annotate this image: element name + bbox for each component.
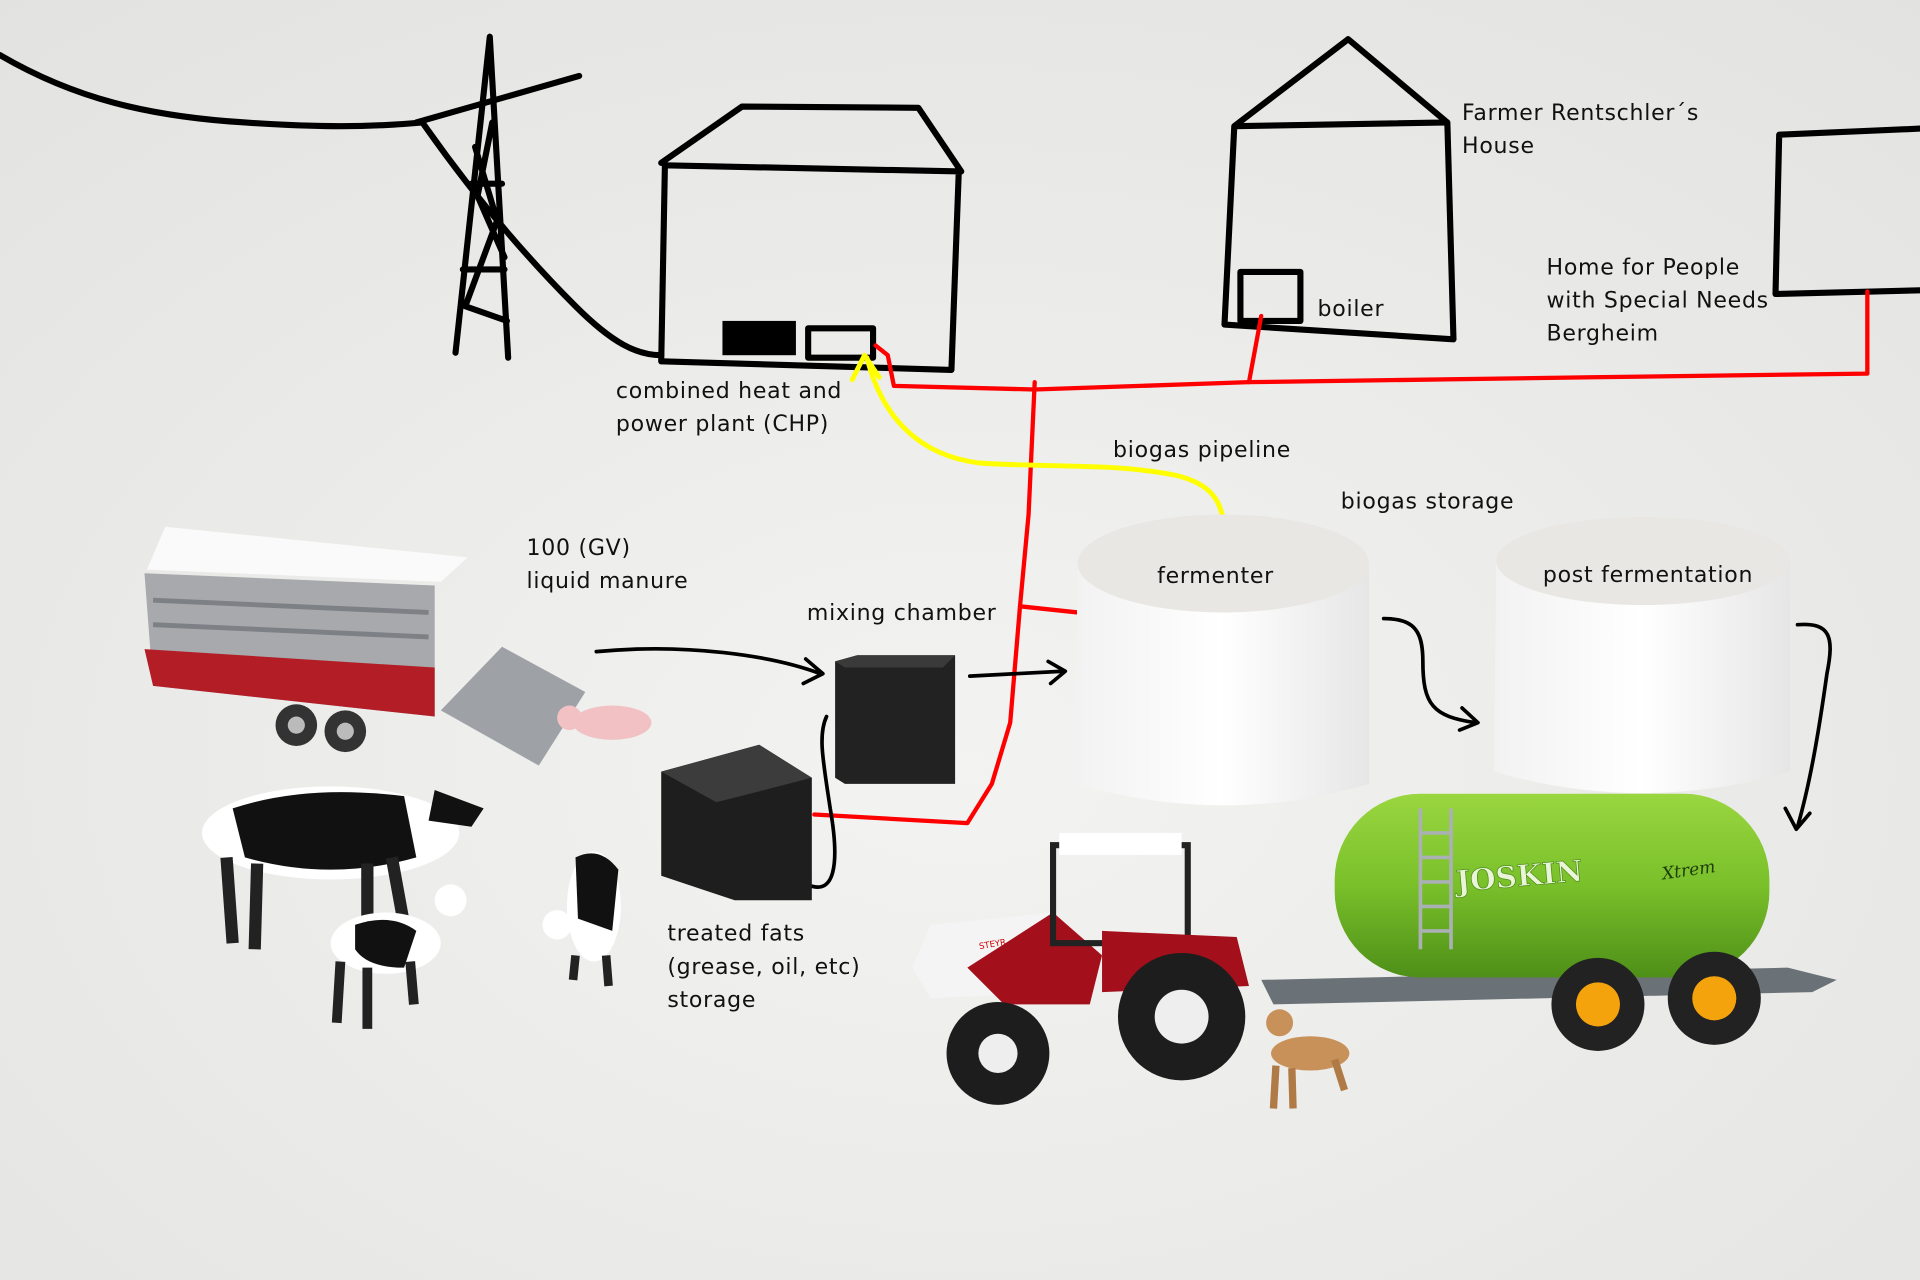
power-pylon-sketch — [0, 33, 665, 361]
svg-text:House: House — [1462, 134, 1535, 159]
svg-text:Home for People: Home for People — [1547, 255, 1741, 280]
livestock-trailer — [144, 526, 586, 766]
tractor-brand-logo: STEYR — [978, 938, 1007, 953]
svg-text:storage: storage — [667, 988, 756, 1013]
svg-text:(grease, oil, etc): (grease, oil, etc) — [667, 955, 860, 980]
svg-text:liquid manure: liquid manure — [527, 569, 689, 594]
slurry-tanker-figure: JOSKIN Xtrem — [1261, 793, 1837, 1051]
boiler-icon — [1237, 268, 1304, 324]
dog-figure — [1266, 1009, 1350, 1109]
svg-text:treated fats: treated fats — [667, 922, 805, 947]
fats-storage-box — [661, 744, 812, 901]
mixing-chamber-box — [835, 655, 956, 784]
label-biogas-pipeline: biogas pipeline — [1113, 438, 1291, 463]
svg-text:with Special Needs: with Special Needs — [1547, 288, 1769, 313]
label-liquid-manure: 100 (GV) liquid manure — [527, 536, 689, 594]
tractor-figure: STEYR — [912, 832, 1249, 1105]
engine-icon — [805, 325, 877, 361]
fermenter-tank — [1075, 514, 1369, 806]
label-farmer-house: Farmer Rentschler´s House — [1462, 101, 1699, 159]
label-mixing-chamber: mixing chamber — [807, 601, 997, 626]
cow-figure-calf — [330, 884, 467, 1029]
pig-figure — [557, 705, 652, 740]
svg-text:Farmer Rentschler´s: Farmer Rentschler´s — [1462, 101, 1699, 126]
label-biogas-storage: biogas storage — [1341, 489, 1515, 514]
chp-building-sketch — [658, 103, 965, 373]
label-fermenter: fermenter — [1157, 564, 1274, 589]
post-fermentation-tank — [1493, 516, 1791, 794]
biogas-pipeline-line — [849, 352, 1227, 539]
label-boiler: boiler — [1318, 297, 1385, 322]
heat-network-lines — [812, 289, 1870, 826]
generator-icon — [722, 320, 796, 356]
cow-figure-front — [542, 851, 621, 987]
label-post-fermentation: post fermentation — [1543, 563, 1753, 588]
cow-figure-large — [202, 786, 484, 950]
farmer-house-sketch — [1221, 36, 1457, 343]
label-treated-fats: treated fats (grease, oil, etc) storage — [667, 922, 860, 1013]
svg-text:power plant (CHP): power plant (CHP) — [616, 412, 829, 437]
svg-text:Bergheim: Bergheim — [1547, 322, 1659, 347]
label-chp: combined heat and power plant (CHP) — [616, 379, 842, 437]
label-home-special-needs: Home for People with Special Needs Bergh… — [1547, 255, 1769, 346]
svg-text:combined heat and: combined heat and — [616, 379, 842, 404]
flow-arrows — [594, 616, 1832, 889]
svg-text:100 (GV): 100 (GV) — [527, 536, 631, 561]
home-special-needs-sketch — [1772, 125, 1920, 298]
